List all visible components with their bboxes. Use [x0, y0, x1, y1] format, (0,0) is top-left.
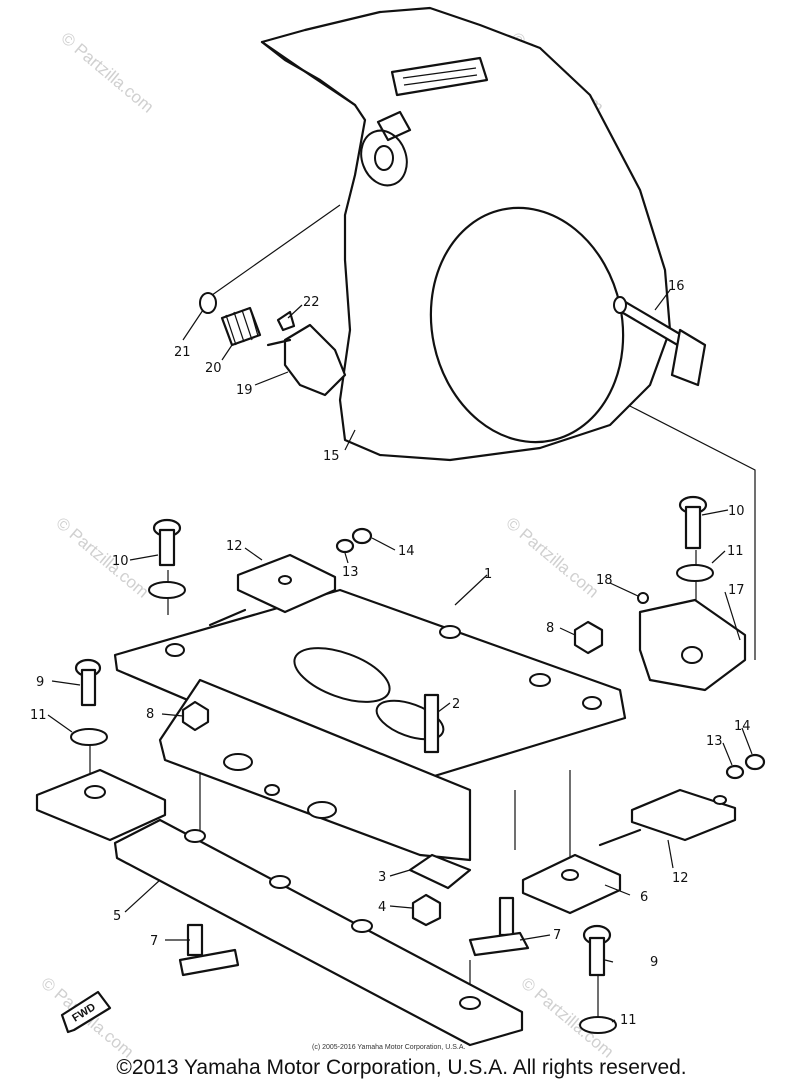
bolt-10-left: [152, 518, 182, 567]
copyright-notice: ©2013 Yamaha Motor Corporation, U.S.A. A…: [116, 1056, 687, 1079]
source-note: (c) 2005-2016 Yamaha Motor Corporation, …: [312, 1044, 465, 1051]
washer-11-right: [676, 564, 714, 582]
callout-2: 2: [452, 697, 460, 712]
callout-11-right: 11: [727, 544, 744, 559]
washer-11-left: [148, 581, 186, 599]
callout-7-left: 7: [150, 934, 158, 949]
lower-plate: [113, 818, 524, 1047]
callout-14-right: 14: [734, 719, 751, 734]
callout-20: 20: [205, 361, 222, 376]
stud-2: [423, 693, 440, 754]
bolt-10-right: [678, 495, 708, 550]
callout-12-left: 12: [226, 539, 243, 554]
callout-8-right: 8: [546, 621, 554, 636]
nut-8-right: [573, 620, 604, 655]
clip-18: [637, 592, 649, 604]
knob-assembly: [199, 292, 347, 397]
forward-marker: FWD: [60, 990, 112, 1034]
nut-4: [411, 893, 442, 927]
callout-8-left: 8: [146, 707, 154, 722]
left-spacer: [35, 768, 167, 842]
clamp-bracket-right: [598, 788, 737, 847]
callout-4: 4: [378, 900, 386, 915]
watermark: © Partzilla.com: [57, 29, 157, 117]
bolt-9-bottom: [582, 924, 612, 977]
callout-11-left: 11: [30, 708, 47, 723]
callout-17: 17: [728, 583, 745, 598]
callout-labels: 1 2 3 4 5 6 7 7 8 8 9 9 10 10 11 11 11 1…: [30, 279, 751, 1028]
watermark: © Partzilla.com: [52, 514, 152, 602]
callout-14-left: 14: [398, 544, 415, 559]
callout-6: 6: [640, 890, 648, 905]
washer-11-bottom: [579, 1016, 617, 1034]
bolt-9-left: [74, 658, 102, 707]
callout-12-right: 12: [672, 871, 689, 886]
callout-3: 3: [378, 870, 386, 885]
t-plate-3: [408, 853, 472, 890]
watermark: © Partzilla.com: [502, 514, 602, 602]
nut-13-top: [335, 538, 355, 554]
callout-13-right: 13: [706, 734, 723, 749]
callout-5: 5: [113, 909, 121, 924]
t-bolt-7-left: [178, 923, 240, 977]
callout-1: 1: [484, 567, 492, 582]
callout-9-left: 9: [36, 675, 44, 690]
nut-13-bottom: [725, 764, 745, 780]
callout-16: 16: [668, 279, 685, 294]
callout-19: 19: [236, 383, 253, 398]
clamp-bracket-left: [208, 553, 337, 627]
callout-9-bottom: 9: [650, 955, 658, 970]
leader-lines: [47, 289, 753, 1023]
callout-15: 15: [323, 449, 340, 464]
t-bolt-7-right: [468, 896, 530, 957]
base-plate: [113, 588, 627, 862]
nut-14-top: [351, 527, 373, 545]
callout-22: 22: [303, 295, 320, 310]
callout-10-left: 10: [112, 554, 129, 569]
callout-10-right: 10: [728, 504, 745, 519]
right-spacer: [521, 853, 622, 915]
nut-8-left: [181, 700, 210, 732]
lock-lever: [613, 296, 707, 387]
fan-cover-housing: [260, 6, 672, 462]
callout-7-right: 7: [553, 928, 561, 943]
nut-14-bottom: [744, 753, 766, 771]
callout-18: 18: [596, 573, 613, 588]
callout-13-left: 13: [342, 565, 359, 580]
side-bracket: [638, 598, 747, 692]
washer-11-center: [70, 728, 108, 746]
callout-21: 21: [174, 345, 191, 360]
callout-11-bottom: 11: [620, 1013, 637, 1028]
